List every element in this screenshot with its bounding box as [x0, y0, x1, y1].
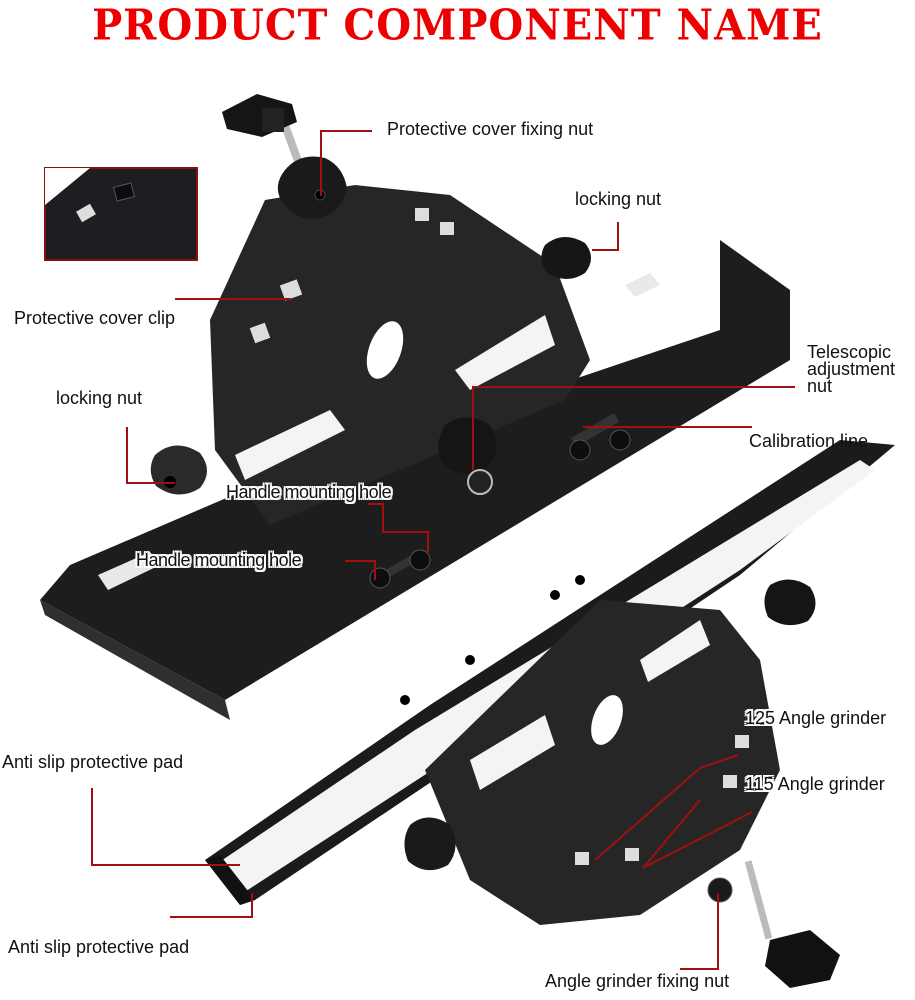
label-anti-slip-pad-2: Anti slip protective pad	[8, 937, 190, 957]
label-calibration-line: Calibration line	[749, 431, 869, 451]
label-locking-nut-top: locking nut	[575, 189, 662, 209]
page-title: PRODUCT COMPONENT NAME	[92, 0, 823, 51]
bottom-knobs	[404, 579, 840, 988]
label-protective-cover-clip: Protective cover clip	[14, 308, 176, 328]
label-locking-nut-left: locking nut	[56, 388, 143, 408]
telescopic-line-2: adjustment	[807, 359, 896, 380]
label-angle-grinder-fixing-nut: Angle grinder fixing nut	[545, 971, 730, 991]
top-knobs	[150, 94, 591, 495]
inset-detail-image	[44, 167, 198, 261]
label-115-angle-grinder: 115 Angle grinder	[745, 774, 885, 794]
leader-lines	[91, 130, 795, 970]
label-protective-cover-fixing-nut: Protective cover fixing nut	[387, 119, 594, 139]
label-125-angle-grinder: 125 Angle grinder	[745, 708, 887, 728]
label-handle-mounting-hole-2: Handle mounting hole	[136, 550, 302, 570]
bottom-guard-plate	[425, 600, 780, 925]
top-guard-plate	[210, 185, 590, 525]
label-handle-mounting-hole-1: Handle mounting hole	[226, 482, 392, 502]
telescopic-line-1: Telescopic	[807, 342, 892, 362]
top-base-plate	[40, 240, 790, 720]
telescopic-line-3: nut	[807, 376, 833, 397]
label-telescopic-adjustment-nut: Telescopic adjustment nut	[807, 342, 896, 397]
label-anti-slip-pad-1: Anti slip protective pad	[2, 752, 184, 772]
